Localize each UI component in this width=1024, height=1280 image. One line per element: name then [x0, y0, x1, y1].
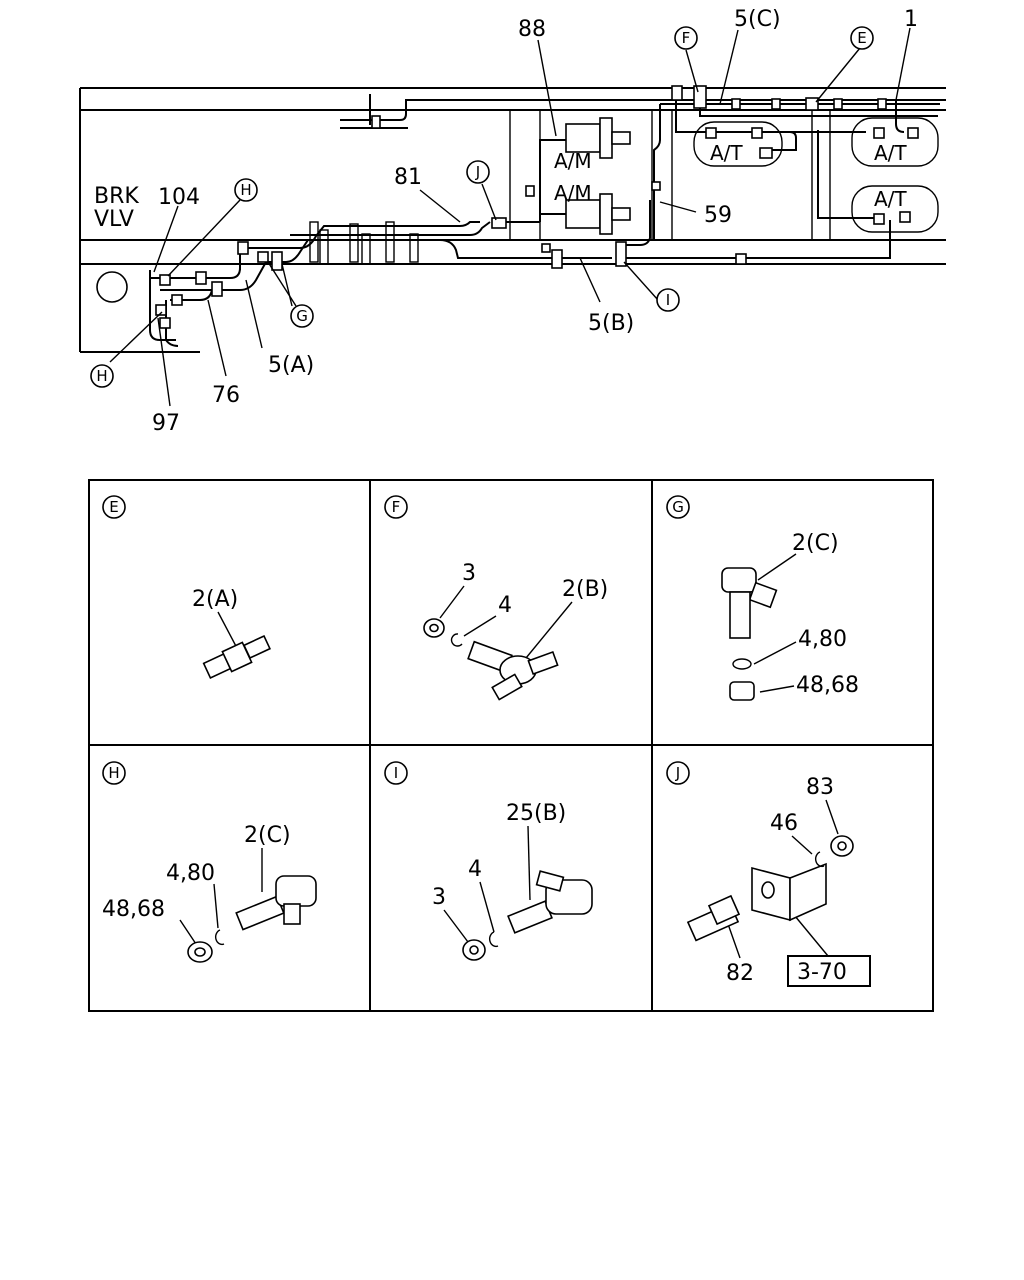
am-lower-label: A/M — [554, 181, 592, 205]
nut-icon — [187, 941, 213, 963]
label-81: 81 — [394, 165, 422, 190]
washer-icon — [450, 633, 463, 647]
at-left-label: A/T — [710, 141, 743, 165]
at-units: A/T A/T A/T — [693, 117, 939, 233]
svg-text:I: I — [666, 291, 670, 309]
panel-j: J 83 46 82 3-70 — [666, 761, 871, 987]
svg-text:H: H — [240, 181, 251, 199]
panel-i-part-1: 25(B) — [506, 801, 566, 826]
panel-f-part-3: 2(B) — [562, 577, 608, 602]
line-clamps — [309, 221, 419, 265]
tee-fitting — [467, 640, 559, 701]
tee-fitting — [507, 870, 593, 934]
panel-h-part-1: 2(C) — [244, 823, 291, 848]
panel-f-letter: F — [392, 498, 401, 516]
air-lines — [149, 94, 946, 347]
svg-text:H: H — [96, 367, 107, 385]
callout-e: E — [850, 26, 874, 50]
label-1: 1 — [904, 7, 918, 32]
panel-i-part-2: 4 — [468, 857, 482, 882]
washer-icon — [815, 851, 825, 868]
callout-f: F — [674, 26, 698, 50]
nipple-fitting — [202, 634, 271, 679]
washer-icon — [215, 929, 225, 946]
panel-h-letter: H — [108, 764, 119, 782]
panel-e: E 2(A) — [102, 495, 271, 679]
panel-e-letter: E — [109, 498, 118, 516]
am-upper-label: A/M — [554, 149, 592, 173]
label-59: 59 — [704, 203, 732, 228]
top-labels: 88 5(C) 1 81 104 59 5(B) 5(A) 76 97 — [152, 7, 918, 436]
elbow-fitting — [235, 875, 317, 931]
panel-f-part-1: 3 — [462, 561, 476, 586]
label-97: 97 — [152, 411, 180, 436]
washer-icon — [489, 931, 499, 948]
callouts: F E J H G I H — [90, 26, 874, 388]
panel-j-part-3: 82 — [726, 961, 754, 986]
panel-j-part-2: 46 — [770, 811, 798, 836]
callout-h-top: H — [234, 178, 258, 202]
panel-h-part-3: 48,68 — [102, 897, 165, 922]
panel-g: G 2(C) 4,80 48,68 — [666, 495, 859, 701]
panel-e-part-1: 2(A) — [192, 587, 238, 612]
panel-g-part-3: 48,68 — [796, 673, 859, 698]
panel-g-part-2: 4,80 — [798, 627, 847, 652]
panel-f-part-2: 4 — [498, 593, 512, 618]
svg-text:F: F — [682, 29, 691, 47]
brake-valve: BRK VLV — [94, 184, 139, 303]
svg-text:J: J — [475, 163, 480, 181]
washer-icon — [732, 658, 752, 670]
brake-valve-label-2: VLV — [94, 207, 134, 232]
panel-i-part-3: 3 — [432, 885, 446, 910]
frame-rails — [79, 87, 946, 353]
bracket-icon — [751, 862, 827, 922]
nut-icon — [462, 939, 486, 961]
at-right-label: A/T — [874, 141, 907, 165]
panel-h-part-2: 4,80 — [166, 861, 215, 886]
am-units: A/M A/M — [554, 117, 631, 235]
panel-h: H 2(C) 4,80 48,68 — [102, 761, 317, 963]
label-5c: 5(C) — [734, 7, 781, 32]
label-5a: 5(A) — [268, 353, 314, 378]
reference-box — [787, 955, 871, 987]
union-fitting — [686, 894, 741, 942]
label-104: 104 — [158, 185, 200, 210]
panel-i-letter: I — [394, 764, 398, 782]
at-lower-label: A/T — [874, 187, 907, 211]
panel-g-letter: G — [672, 498, 684, 516]
detail-grid — [88, 479, 934, 1012]
panel-i: I 25(B) 4 3 — [384, 761, 593, 961]
label-76: 76 — [212, 383, 240, 408]
callout-h-bottom: H — [90, 364, 114, 388]
nut-icon — [729, 681, 755, 701]
label-88: 88 — [518, 17, 546, 42]
panel-f: F 3 4 2(B) — [384, 495, 608, 701]
callout-i: I — [656, 288, 680, 312]
nut-icon — [423, 618, 445, 638]
panel-j-part-1: 83 — [806, 775, 834, 800]
reference-box-label: 3-70 — [797, 960, 847, 985]
label-5b: 5(B) — [588, 311, 634, 336]
panel-g-part-1: 2(C) — [792, 531, 839, 556]
elbow-fitting — [721, 567, 778, 639]
panel-j-letter: J — [675, 764, 680, 782]
brake-valve-label-1: BRK — [94, 184, 139, 209]
nut-icon — [830, 835, 854, 857]
callout-j: J — [466, 160, 490, 184]
svg-text:G: G — [296, 307, 308, 325]
line-fittings — [155, 85, 887, 329]
svg-text:E: E — [857, 29, 866, 47]
leader-lines — [109, 27, 911, 407]
callout-g: G — [290, 304, 314, 328]
